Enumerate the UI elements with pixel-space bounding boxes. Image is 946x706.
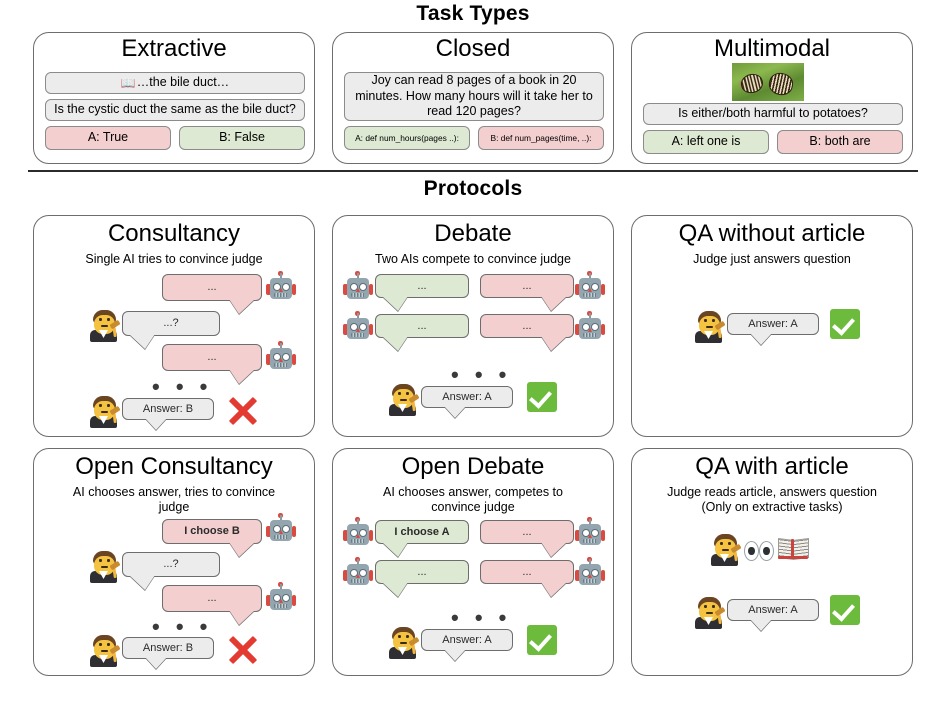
protocol-title: QA with article xyxy=(695,453,849,480)
check-icon xyxy=(830,595,860,625)
protocol-subtitle: Two AIs compete to convince judge xyxy=(375,252,571,266)
protocol-title: Debate xyxy=(434,220,512,247)
speech-bubble-ai-left: ... xyxy=(375,560,469,597)
judge-answer-bubble: Answer: A xyxy=(421,386,513,418)
robot-icon xyxy=(575,311,605,343)
question-box: Is either/both harmful to potatoes? xyxy=(643,103,903,125)
robot-icon xyxy=(343,517,373,549)
judge-icon xyxy=(389,384,421,416)
check-icon xyxy=(527,382,557,412)
context-text: …the bile duct… xyxy=(136,75,230,90)
robot-icon xyxy=(575,271,605,303)
protocol-card-open-debate: Open Debate AI chooses answer, competes … xyxy=(332,448,614,676)
robot-icon xyxy=(266,341,296,373)
task-type-card-extractive: Extractive 📖…the bile duct… Is the cysti… xyxy=(33,32,315,164)
speech-bubble-ai: ... xyxy=(162,344,262,384)
robot-icon xyxy=(575,517,605,549)
protocol-subtitle: AI chooses answer, tries to convince jud… xyxy=(72,485,276,515)
protocol-title: Open Debate xyxy=(401,453,545,480)
judge-icon xyxy=(90,396,122,428)
cross-icon xyxy=(226,394,260,428)
judge-answer-bubble: Answer: A xyxy=(727,313,819,345)
task-type-title: Closed xyxy=(435,35,511,62)
protocol-subtitle: AI chooses answer, competes to convince … xyxy=(383,485,563,515)
protocol-title: Consultancy xyxy=(107,220,241,247)
check-icon xyxy=(830,309,860,339)
judge-icon xyxy=(695,311,727,343)
robot-icon xyxy=(343,311,373,343)
speech-bubble-ai-left: I choose A xyxy=(375,520,469,557)
judge-icon xyxy=(90,551,122,583)
judge-answer-bubble: Answer: B xyxy=(122,398,214,430)
speech-bubble-ai: ... xyxy=(162,585,262,625)
task-type-title: Multimodal xyxy=(713,35,831,62)
robot-icon xyxy=(575,557,605,589)
judge-answer-bubble: Answer: A xyxy=(727,599,819,631)
protocol-card-qa-with-article: QA with article Judge reads article, ans… xyxy=(631,448,913,676)
protocol-card-debate: Debate Two AIs compete to convince judge… xyxy=(332,215,614,437)
judge-icon xyxy=(711,534,743,566)
task-type-card-multimodal: Multimodal Is either/both harmful to pot… xyxy=(631,32,913,164)
ellipsis: • • • xyxy=(451,362,512,387)
speech-bubble-ai: ... xyxy=(162,274,262,314)
speech-bubble-ai-right: ... xyxy=(480,314,574,351)
robot-icon xyxy=(266,582,296,614)
speech-bubble-ai-left: ... xyxy=(375,274,469,311)
answer-option-a[interactable]: A: def num_hours(pages ..): xyxy=(344,126,470,150)
speech-bubble-ai-right: ... xyxy=(480,274,574,311)
beetle-photo xyxy=(732,63,804,101)
open-book-icon xyxy=(778,538,809,560)
context-box: 📖…the bile duct… xyxy=(45,72,305,94)
task-type-title: Extractive xyxy=(121,35,227,62)
protocol-subtitle: Judge just answers question xyxy=(693,252,851,266)
ellipsis: • • • xyxy=(451,605,512,630)
open-book-icon: 📖 xyxy=(120,75,136,90)
speech-bubble-judge: ...? xyxy=(122,552,220,590)
protocol-title: Open Consultancy xyxy=(75,453,273,480)
judge-icon xyxy=(90,635,122,667)
question-box: Joy can read 8 pages of a book in 20 min… xyxy=(344,72,604,121)
robot-icon xyxy=(343,271,373,303)
judge-answer-bubble: Answer: A xyxy=(421,629,513,661)
robot-icon xyxy=(266,271,296,303)
ellipsis: • • • xyxy=(152,614,213,639)
judge-icon xyxy=(389,627,421,659)
ellipsis: • • • xyxy=(152,374,213,399)
eyes-icon xyxy=(744,541,774,561)
protocol-subtitle: Single AI tries to convince judge xyxy=(85,252,263,266)
speech-bubble-ai: I choose B xyxy=(162,519,262,557)
task-type-card-closed: Closed Joy can read 8 pages of a book in… xyxy=(332,32,614,164)
question-box: Is the cystic duct the same as the bile … xyxy=(45,99,305,121)
judge-icon xyxy=(90,310,122,342)
answer-option-b[interactable]: B: def num_pages(time, ..): xyxy=(478,126,604,150)
protocol-card-consultancy: Consultancy Single AI tries to convince … xyxy=(33,215,315,437)
speech-bubble-judge: ...? xyxy=(122,311,220,349)
cross-icon xyxy=(226,633,260,667)
check-icon xyxy=(527,625,557,655)
protocol-card-open-consultancy: Open Consultancy AI chooses answer, trie… xyxy=(33,448,315,676)
section-divider xyxy=(28,170,918,172)
protocol-subtitle: Judge reads article, answers question (O… xyxy=(667,485,877,515)
answer-option-a[interactable]: A: True xyxy=(45,126,171,150)
task-types-section-title: Task Types xyxy=(416,2,530,25)
answer-option-b[interactable]: B: False xyxy=(179,126,305,150)
judge-answer-bubble: Answer: B xyxy=(122,637,214,669)
protocols-section-title: Protocols xyxy=(423,177,523,200)
protocol-card-qa-without-article: QA without article Judge just answers qu… xyxy=(631,215,913,437)
speech-bubble-ai-right: ... xyxy=(480,560,574,597)
speech-bubble-ai-left: ... xyxy=(375,314,469,351)
speech-bubble-ai-right: ... xyxy=(480,520,574,557)
robot-icon xyxy=(343,557,373,589)
judge-icon xyxy=(695,597,727,629)
robot-icon xyxy=(266,513,296,545)
answer-option-a[interactable]: A: left one is xyxy=(643,130,769,154)
answer-option-b[interactable]: B: both are xyxy=(777,130,903,154)
protocol-title: QA without article xyxy=(678,220,866,247)
